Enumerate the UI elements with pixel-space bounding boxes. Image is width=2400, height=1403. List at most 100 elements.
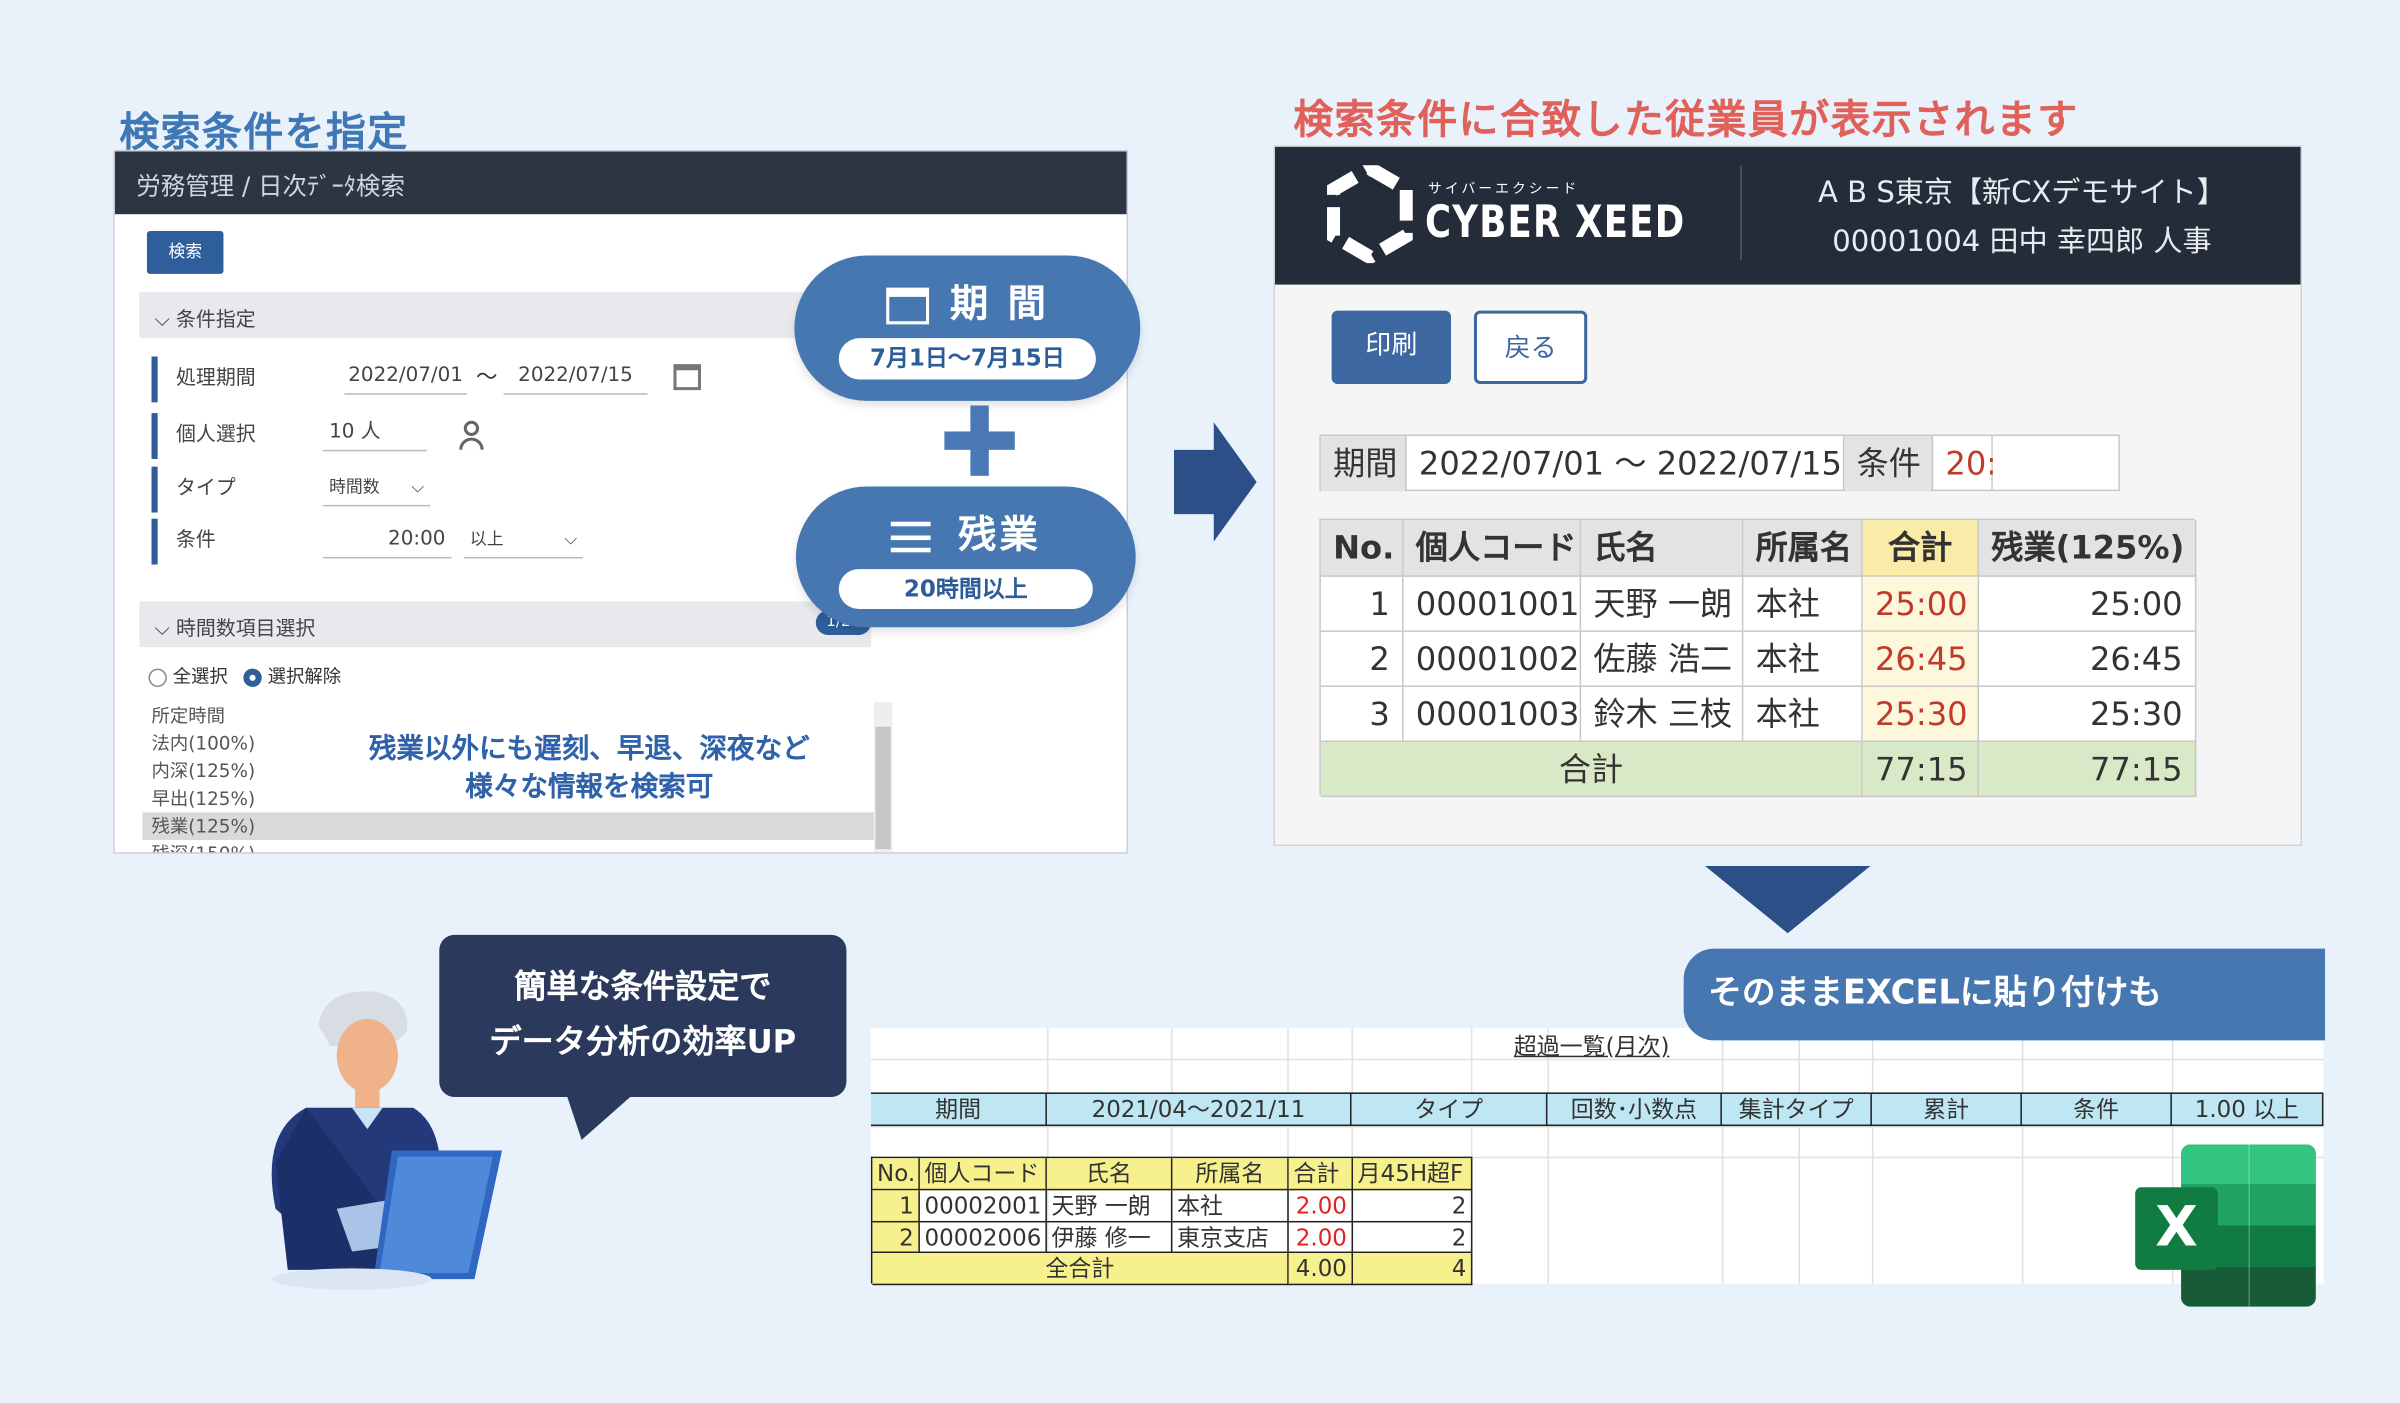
excel-icon: X xyxy=(2135,1144,2316,1307)
table-cell: 2 xyxy=(1320,631,1404,687)
list-item[interactable]: 所定時間 xyxy=(151,705,226,727)
list-item[interactable]: 内深(125%) xyxy=(151,760,256,782)
select-all-radio[interactable]: 全選択 xyxy=(148,662,228,688)
back-button[interactable]: 戻る xyxy=(1473,310,1588,385)
excel-cell: 伊藤 修一 xyxy=(1046,1222,1173,1254)
table-cell: 佐藤 浩二 xyxy=(1581,631,1744,687)
excel-cell: 2 xyxy=(1353,1190,1473,1223)
period-label: 処理期間 xyxy=(151,356,305,403)
table-cell: 26:45 xyxy=(1979,631,2197,687)
table-cell: 00001002 xyxy=(1403,631,1582,687)
calendar-icon[interactable] xyxy=(673,364,702,391)
conditions-section-header[interactable]: ⌵ 条件指定 xyxy=(139,292,905,339)
logo-kana: サイバーエクシード xyxy=(1428,182,1580,198)
company-name: A B S東京【新CXデモサイト】 xyxy=(1817,175,2226,210)
table-cell-total: 26:45 xyxy=(1862,631,1980,687)
type-label: タイプ xyxy=(151,466,305,513)
table-footer-label: 合計 xyxy=(1320,742,1863,798)
table-header-dept: 所属名 xyxy=(1743,520,1863,577)
list-item[interactable]: 法内(100%) xyxy=(151,732,256,755)
list-scrollbar[interactable] xyxy=(873,702,893,853)
excel-cell: 00002006 xyxy=(919,1222,1047,1254)
search-note: 残業以外にも遅刻、早退、深夜など 様々な情報を検索可 xyxy=(314,730,865,807)
speech-bubble: 簡単な条件設定で データ分析の効率UP xyxy=(439,934,847,1098)
table-cell: 00001003 xyxy=(1403,686,1582,743)
condition-operator-select[interactable]: 以上 ⌵ xyxy=(463,525,584,559)
header-divider xyxy=(1740,165,1742,261)
excel-cell: 00002001 xyxy=(919,1190,1047,1223)
list-lines-icon xyxy=(890,521,931,553)
table-header-code: 個人コード xyxy=(1403,520,1582,577)
excel-col-header: 氏名 xyxy=(1046,1158,1173,1191)
items-section-title: 時間数項目選択 xyxy=(176,618,316,642)
excel-cell: 東京支店 xyxy=(1172,1222,1289,1254)
results-panel: サイバーエクシード CYBER XEED A B S東京【新CXデモサイト】 0… xyxy=(1273,145,2303,847)
left-heading: 検索条件を指定 xyxy=(119,110,409,157)
excel-cell-total: 2.00 xyxy=(1288,1222,1354,1254)
table-footer-overtime: 77:15 xyxy=(1979,742,2197,798)
table-cell-total: 25:30 xyxy=(1862,686,1980,743)
period-bubble-value: 7月1日〜7月15日 xyxy=(838,338,1096,380)
excel-hdr-cell: 期間 xyxy=(871,1093,1047,1127)
person-icon[interactable] xyxy=(458,420,486,452)
condition-operator-value: 以上 xyxy=(469,529,504,550)
table-cell-total: 25:00 xyxy=(1862,576,1980,632)
items-section-header[interactable]: ⌵ 時間数項目選択 xyxy=(139,601,871,648)
chevron-down-icon: ⌵ xyxy=(154,309,170,333)
calendar-icon xyxy=(885,287,929,325)
speech-line1: 簡単な条件設定で xyxy=(514,968,772,1006)
table-cell: 鈴木 三枝 xyxy=(1581,686,1744,743)
logo-text: CYBER XEED xyxy=(1424,195,1686,248)
user-name: 00001004 田中 幸四郎 人事 xyxy=(1832,224,2212,259)
excel-col-header: 個人コード xyxy=(919,1158,1047,1191)
person-select-input[interactable]: 10 人 xyxy=(322,418,428,452)
radio-selected-icon xyxy=(243,667,262,687)
overtime-bubble-value: 20時間以上 xyxy=(838,569,1093,609)
results-table: No. 個人コード 氏名 所属名 合計 残業(125%) 1 00001001 … xyxy=(1319,518,2197,798)
excel-hdr-cell: 2021/04～2021/11 xyxy=(1047,1093,1352,1127)
excel-col-header: 合計 xyxy=(1288,1158,1354,1191)
speech-bubble-tail xyxy=(566,1093,634,1140)
excel-cell-total: 2.00 xyxy=(1288,1190,1354,1223)
person-with-laptop-illustration xyxy=(271,991,503,1290)
excel-total-value: 4.00 xyxy=(1288,1253,1354,1286)
type-select[interactable]: 時間数 ⌵ xyxy=(322,473,431,507)
excel-sheet: 超過一覧(月次) 期間 2021/04～2021/11 タイプ 回数･小数点 集… xyxy=(870,1028,2324,1307)
search-note-line2: 様々な情報を検索可 xyxy=(465,771,714,804)
table-cell: 25:30 xyxy=(1979,686,2197,743)
excel-icon-letter: X xyxy=(2135,1187,2218,1270)
excel-col-header: 所属名 xyxy=(1172,1158,1289,1191)
table-header-no: No. xyxy=(1320,520,1404,577)
table-cell: 本社 xyxy=(1743,686,1863,743)
search-button[interactable]: 検索 xyxy=(146,231,224,274)
deselect-radio[interactable]: 選択解除 xyxy=(243,662,341,688)
chevron-down-icon: ⌵ xyxy=(154,618,170,642)
overtime-bubble-title: 残業 xyxy=(958,512,1041,557)
excel-col-header: No. xyxy=(872,1158,920,1191)
radio-icon xyxy=(148,667,167,687)
list-item[interactable]: 残深(150%) xyxy=(151,843,256,854)
period-from-input[interactable]: 2022/07/01 xyxy=(344,361,467,395)
arrow-down-icon xyxy=(1705,865,1871,934)
table-cell: 本社 xyxy=(1743,576,1863,632)
excel-hdr-cell: 条件 xyxy=(2022,1093,2172,1127)
excel-total-count: 4 xyxy=(1353,1253,1473,1286)
table-header-overtime: 残業(125%) xyxy=(1979,520,2197,577)
excel-cell: 天野 一朗 xyxy=(1046,1190,1173,1223)
list-item[interactable]: 早出(125%) xyxy=(151,787,256,810)
list-item-selected[interactable]: 残業(125%) xyxy=(142,812,874,840)
print-button[interactable]: 印刷 xyxy=(1331,310,1452,385)
excel-col-header: 月45H超F xyxy=(1353,1158,1473,1191)
excel-cell: 2 xyxy=(872,1222,920,1254)
excel-banner: そのままEXCELに貼り付けも xyxy=(1683,948,2325,1041)
cyberxeed-logo-icon xyxy=(1327,165,1413,264)
period-to-input[interactable]: 2022/07/15 xyxy=(503,361,648,395)
excel-hdr-cell: 集計タイプ xyxy=(1722,1093,1872,1127)
type-select-value: 時間数 xyxy=(329,477,380,498)
chevron-down-icon: ⌵ xyxy=(411,477,424,498)
select-all-label: 全選択 xyxy=(172,665,228,687)
speech-line2: データ分析の効率UP xyxy=(489,1023,797,1061)
arrow-right-icon xyxy=(1173,422,1257,542)
condition-value-input[interactable]: 20:00 xyxy=(322,525,452,559)
excel-table: No. 個人コード 氏名 所属名 合計 月45H超F 1 00002001 天野… xyxy=(870,1156,1473,1286)
